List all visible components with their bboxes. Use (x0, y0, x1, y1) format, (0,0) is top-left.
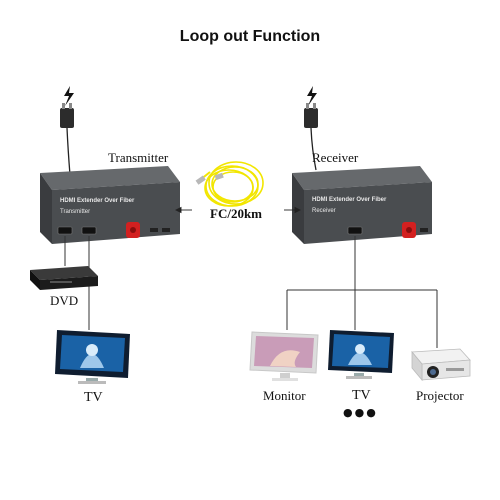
connection-lines (64, 236, 438, 348)
tv-right-icon (328, 330, 394, 379)
tv-left-label: TV (84, 390, 103, 405)
tv-left-icon (55, 330, 130, 384)
tv-right-label: TV (352, 388, 371, 403)
tx-name-text: Transmitter (60, 209, 90, 215)
dvd-label: DVD (50, 293, 79, 308)
projector-icon (411, 348, 471, 382)
lightning-icon (307, 86, 317, 106)
page-title: Loop out Function (179, 28, 321, 45)
projector-label: Projector (416, 388, 464, 403)
hdmi-port-rx (347, 226, 363, 235)
power-adapter-left (60, 86, 74, 176)
dvd-player-icon (30, 266, 98, 290)
cable-arrows (174, 206, 302, 214)
lightning-icon (64, 86, 74, 106)
cable-label: FC/20km (210, 206, 262, 221)
power-adapter-right (304, 86, 318, 171)
tx-face-text: HDMI Extender Over Fiber (60, 198, 135, 204)
hdmi-port-in (57, 226, 73, 235)
fiber-cable-icon (199, 161, 264, 207)
transmitter-device: HDMI Extender Over Fiber Transmitter (40, 166, 180, 244)
rx-face-text: HDMI Extender Over Fiber (312, 197, 387, 203)
receiver-device: HDMI Extender Over Fiber Receiver (292, 166, 432, 244)
rx-name-text: Receiver (312, 208, 336, 214)
more-devices-indicator: ●●● (343, 406, 378, 419)
receiver-label: Receiver (312, 150, 359, 165)
transmitter-label: Transmitter (108, 150, 169, 165)
monitor-icon (249, 331, 319, 381)
hdmi-port-out (81, 226, 97, 235)
monitor-label: Monitor (263, 388, 306, 403)
fiber-connector (195, 175, 206, 185)
